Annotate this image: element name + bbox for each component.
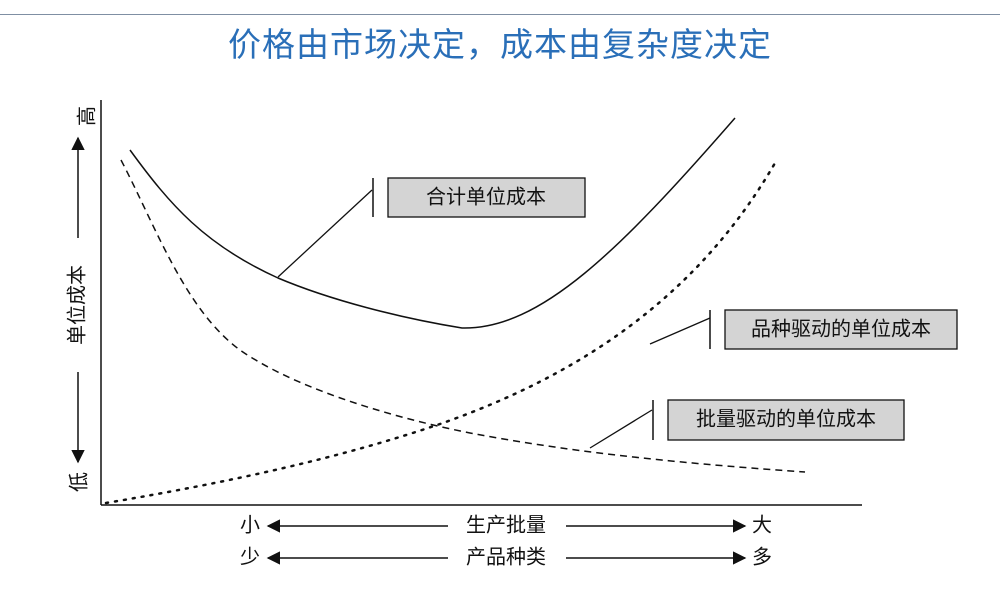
variety-many-label: 多 [752,545,772,569]
volume-small-label: 小 [240,513,260,537]
volume-callout-label: 批量驱动的单位成本 [696,407,876,431]
variety-callout-leader [649,317,711,345]
total-cost-curve [129,117,736,329]
total-callout-box [387,177,586,218]
variety-few-label: 少 [240,545,260,569]
volume-driven-cost-curve [120,159,806,473]
slide-title: 价格由市场决定，成本由复杂度决定 [228,25,772,64]
y-axis-low-label: 低 [67,472,91,492]
volume-axis-label: 生产批量 [466,513,546,537]
total-callout-leader [277,189,373,278]
variety-axis-label: 产品种类 [466,545,546,569]
volume-callout-leader [589,409,653,449]
variety-callout-box [724,309,958,350]
volume-large-label: 大 [752,513,772,537]
top-rule [0,14,1000,15]
y-axis-label: 单位成本 [65,265,89,345]
variety-callout-label: 品种驱动的单位成本 [751,317,931,341]
y-axis-high-label: 高 [75,106,99,126]
volume-callout-box [667,399,905,441]
total-callout-label: 合计单位成本 [426,185,546,209]
variety-driven-cost-curve [104,161,777,505]
